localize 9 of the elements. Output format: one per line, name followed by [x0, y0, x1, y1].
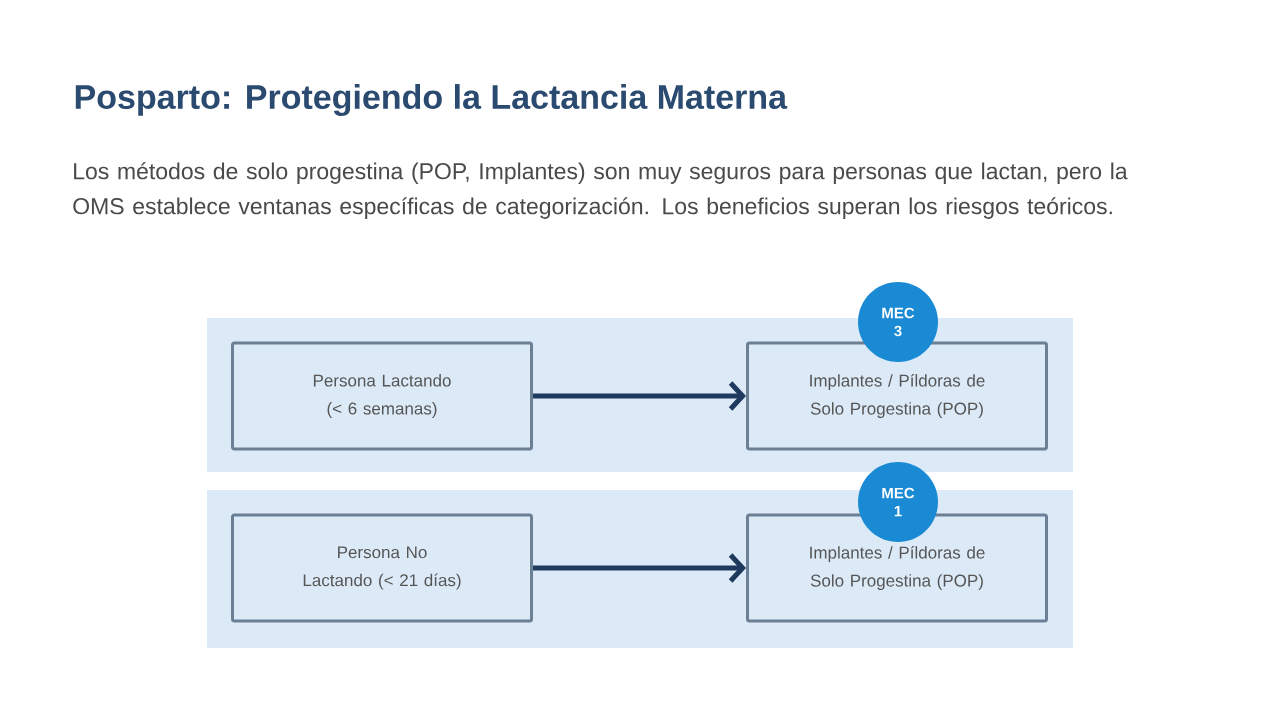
- category-badge: MEC 3: [858, 282, 938, 362]
- category-badge: MEC 1: [858, 462, 938, 542]
- body-text: Los métodos de solo progestina (POP, Implantes) son muy seguros para personas que lactan, pero la OMS establece ventanas específicas de categorización. Los beneficios superan los riesgos teóricos.: [73, 162, 1128, 219]
- process-box: Persona No Lactando (< 21 días): [231, 513, 533, 623]
- process-box: Implantes / Píldoras de Solo Progestina (POP): [746, 341, 1048, 451]
- process-box: Persona Lactando (< 6 semanas): [231, 341, 533, 451]
- arrow: [533, 381, 746, 411]
- arrow: [533, 553, 746, 583]
- slide-title: Posparto: Protegiendo la Lactancia Materna: [75, 84, 788, 116]
